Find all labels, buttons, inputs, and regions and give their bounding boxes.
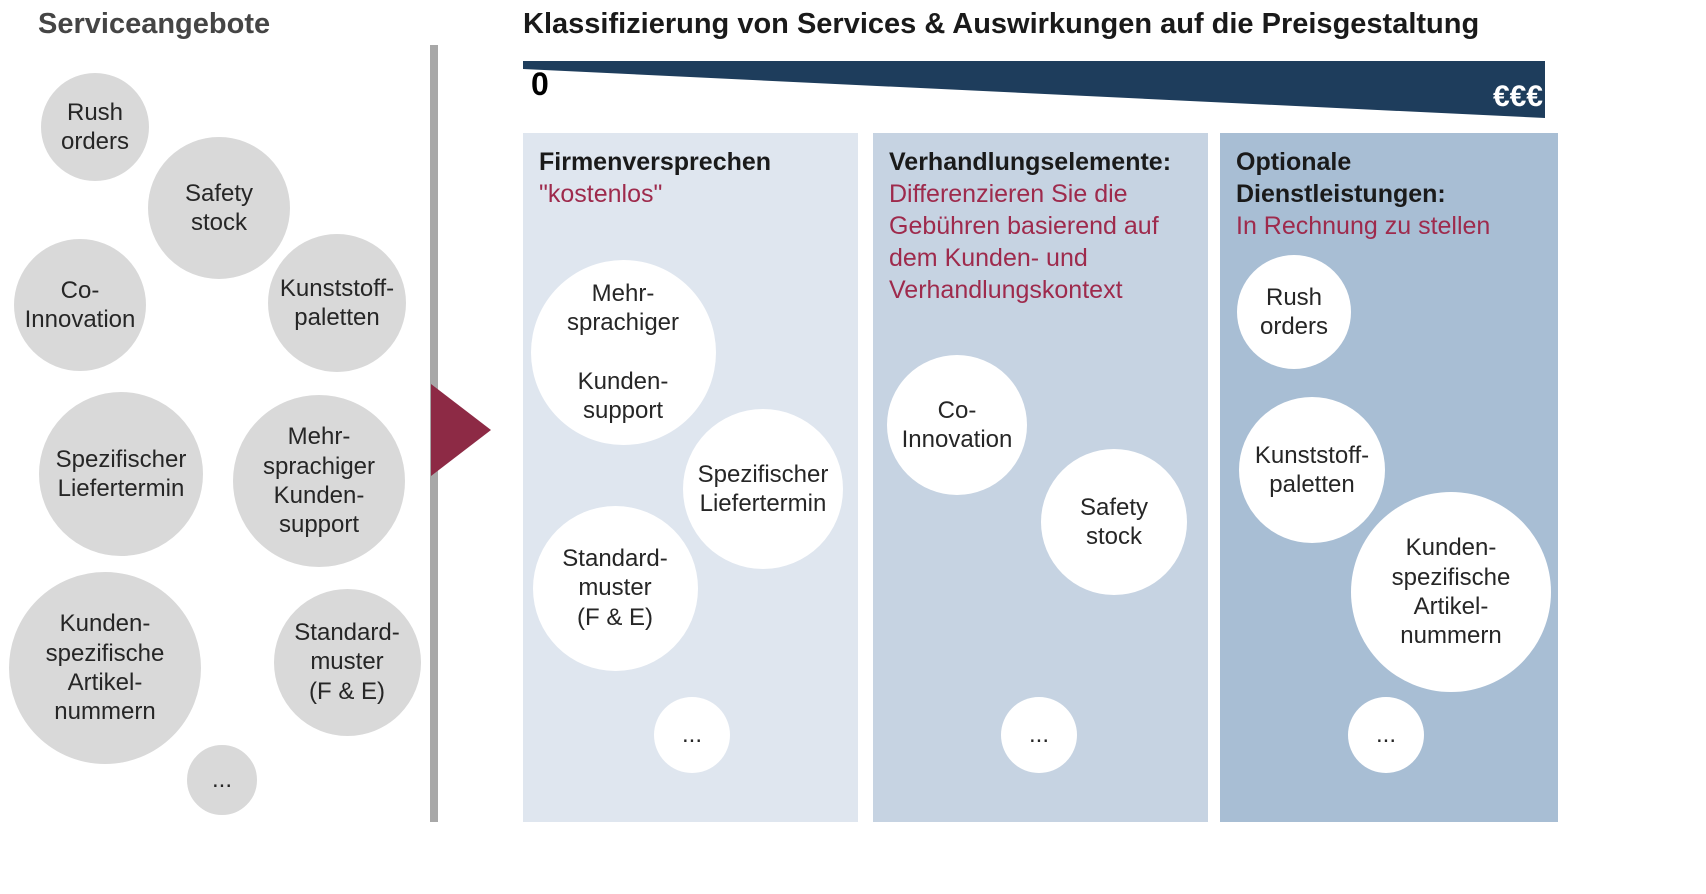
service-bubble: Kunststoff- paletten	[264, 230, 410, 376]
service-bubble: Mehr- sprachiger Kunden- support	[229, 391, 409, 571]
service-bubble: ...	[1348, 697, 1424, 773]
panel-subtitle: "kostenlos"	[539, 180, 663, 208]
service-bubble: Spezifischer Liefertermin	[35, 388, 207, 560]
scale-euro-label: €€€	[1492, 80, 1543, 113]
service-bubble: Rush orders	[1237, 255, 1351, 369]
scale-zero-label: 0	[531, 66, 549, 102]
panel-title: Optionale Dienstleistungen:	[1236, 148, 1446, 208]
service-bubble: ...	[1001, 697, 1077, 773]
service-bubble: Kunden- spezifische Artikel- nummern	[5, 568, 205, 768]
service-bubble: Safety stock	[144, 133, 294, 283]
service-bubble: Co- Innovation	[887, 355, 1027, 495]
classification-title: Klassifizierung von Services & Auswirkun…	[523, 8, 1480, 40]
panel-title: Firmenversprechen	[539, 148, 772, 176]
panel-subtitle: In Rechnung zu stellen	[1236, 212, 1491, 240]
panel-title: Verhandlungselemente:	[889, 148, 1172, 176]
service-bubble: Spezifischer Liefertermin	[683, 409, 843, 569]
service-bubble: Kunststoff- paletten	[1239, 397, 1385, 543]
service-bubble: Kunden- spezifische Artikel- nummern	[1351, 492, 1551, 692]
service-bubble: ...	[654, 697, 730, 773]
service-bubble: ...	[183, 741, 261, 819]
panel-subtitle: Differenzieren Sie die Gebühren basieren…	[889, 180, 1159, 304]
service-bubble: Safety stock	[1041, 449, 1187, 595]
service-bubble: Co- Innovation	[10, 235, 150, 375]
service-bubble: Mehr- sprachiger Kunden- support	[530, 259, 716, 445]
arrow-right-icon	[431, 384, 491, 476]
left-section-title: Serviceangebote	[38, 8, 271, 40]
service-bubble: Standard- muster (F & E)	[532, 505, 698, 671]
service-bubble: Standard- muster (F & E)	[269, 584, 425, 740]
service-bubble: Rush orders	[37, 69, 153, 185]
